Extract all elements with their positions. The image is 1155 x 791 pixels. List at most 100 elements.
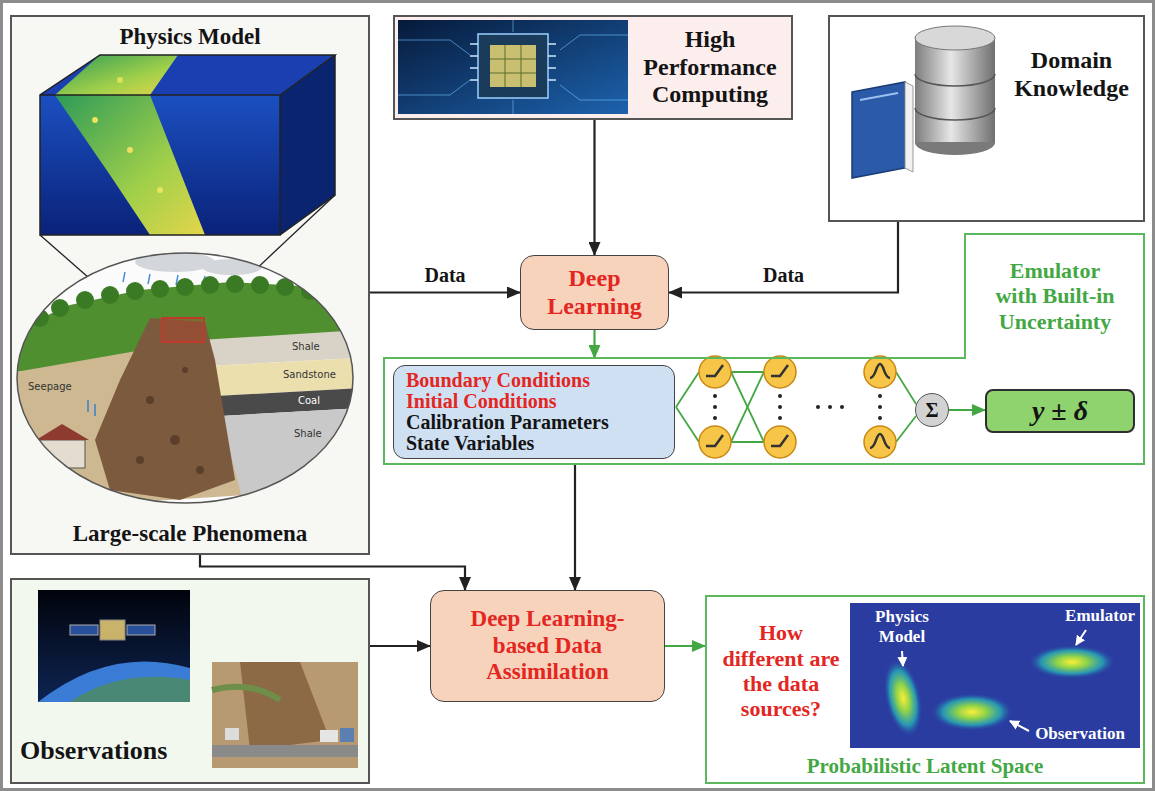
neural-network-illustration [713,405,717,409]
landslide-landscape-illustration [170,435,180,445]
neural-network-illustration [699,426,731,458]
plot-annotation: Emulator [1058,606,1142,626]
domain-knowledge-panel: Domain Knowledge [828,15,1145,222]
physics-model-panel: Physics ModelLarge-scale Phenomena [10,15,370,555]
database-book-icon [852,82,905,178]
latent-space-plot [1076,630,1086,645]
neural-network-illustration [878,416,882,420]
node-text: Boundary Conditions [406,370,590,391]
node-text: Probabilistic Latent Space [807,754,1043,778]
neural-network-illustration [864,426,896,458]
latent-space-plot [1028,645,1116,679]
landslide-landscape-illustration [94,404,96,416]
processor-chip-image [521,45,522,87]
database-book-icon [905,82,913,172]
neural-network-illustration [706,435,723,446]
simulation-block-illustration [55,55,178,95]
processor-chip-image [478,34,548,98]
landslide-landscape-illustration [221,408,360,510]
edge-label-slot: Data [395,263,495,289]
simulation-block-illustration [40,95,280,235]
latent-space-plot [930,693,1014,731]
latent-space-plot [877,655,929,741]
processor-chip-image [490,73,536,74]
landslide-landscape-illustration [162,318,204,342]
landslide-landscape-illustration [17,253,353,503]
neural-network-illustration [731,372,764,442]
landslide-landscape-illustration [36,424,89,440]
landslide-landscape-illustration [326,286,344,304]
landslide-landscape-illustration [76,291,94,309]
landslide-landscape-illustration [182,367,188,373]
neural-network-illustration [764,356,796,388]
node-text: Observations [20,736,167,766]
arrow-connector [370,291,520,293]
neural-network-illustration [706,364,890,448]
landslide-landscape-illustration [95,318,235,500]
label-slot: Physics Model [852,607,952,646]
processor-chip-image [548,43,556,45]
label-slot: Emulator [1058,606,1142,626]
processor-chip-image [548,55,556,57]
satellite-photo [70,625,98,635]
panel-ground [393,15,793,120]
processor-chip-image [398,80,470,95]
landslide-landscape-illustration [126,282,144,300]
arrow-connector [574,465,576,590]
landslide-landscape-illustration [151,280,169,298]
landslide-landscape-illustration [196,466,204,474]
landslide-landscape-illustration [136,456,144,464]
neural-network-illustration [699,356,896,458]
neural-network-illustration [771,435,788,446]
text-slot: Observations [20,728,206,774]
arrow-connector [669,222,898,293]
database-book-icon [915,26,995,50]
satellite-photo [38,661,190,702]
node-text: Large-scale Phenomena [73,521,307,547]
simulation-block-illustration [55,95,205,235]
node-text: High Performance Computing [629,26,791,109]
text-slot: High Performance Computing [629,17,791,118]
observations-panel: Observations [10,578,370,784]
connectors [200,120,985,646]
neural-network-illustration [778,405,782,409]
process-box: Deep Learning-based Data Assimilation [430,590,665,702]
node-text: Physics Model [119,24,260,50]
simulation-block-illustration [40,55,335,235]
rock-layer-label: Shale [292,341,320,353]
landslide-landscape-illustration [101,286,119,304]
processor-chip-image [470,55,478,57]
landslide-photo [212,745,358,757]
landslide-landscape-illustration [176,278,194,296]
text-slot: Domain Knowledge [1001,25,1142,125]
arrow-connector [370,645,430,647]
landslide-landscape-illustration [146,396,154,404]
plot-annotation: Observation [1022,724,1138,744]
landslide-photo [340,728,354,742]
sum-node: Σ [915,393,949,427]
neural-network-illustration [764,426,796,458]
node-text: y ± δ [1032,395,1088,427]
neural-network-illustration [870,434,890,448]
satellite-photo [127,625,155,635]
rock-layer-label: Coal [298,395,320,407]
processor-chip-image [560,85,628,100]
edge-label: Data [421,264,468,287]
latent-space-plot [1010,721,1029,731]
node-text: Calibration Parameters [406,412,609,433]
processor-chip-image [398,20,628,114]
edge-label: Data [760,264,807,287]
node-text: Emulator with Built-in Uncertainty [989,258,1121,334]
text-slot: Physics Model [12,20,368,54]
database-book-icon [915,74,995,86]
landslide-photo [212,662,358,768]
processor-chip-image [398,20,628,114]
text-slot: Large-scale Phenomena [12,517,368,551]
neural-network-illustration [706,365,723,376]
satellite-photo [38,590,190,702]
process-box: Deep Learning [520,255,669,330]
processor-chip-image [513,100,514,114]
neural-network-illustration [731,441,764,443]
panel-ground [10,578,370,784]
